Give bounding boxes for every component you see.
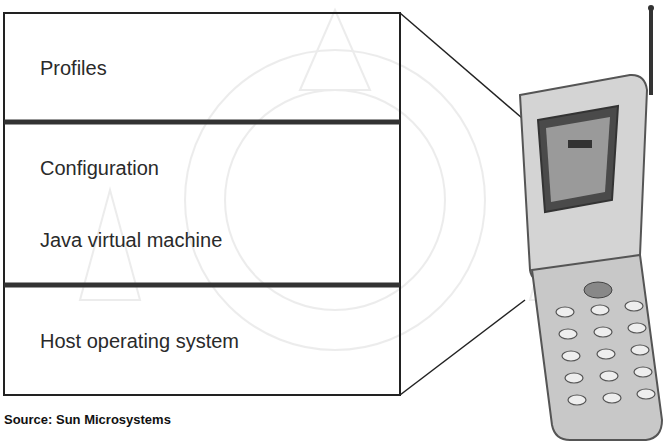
layer-band: Host operating system [6,289,398,393]
band-separator [4,283,400,288]
phone-illustration [520,5,662,440]
layer-band: ConfigurationJava virtual machine [6,126,398,282]
watermark [80,10,590,350]
zoom-line [400,13,522,118]
layer-band: Profiles [6,16,398,120]
zoom-line [400,300,525,395]
stack-outline [4,13,400,395]
layer-name: Host operating system [40,330,388,353]
layer-name: Configuration [40,157,388,180]
source-note: Source: Sun Microsystems [4,412,171,427]
band-separator [4,120,400,125]
layer-name: Java virtual machine [40,229,388,252]
layer-name: Profiles [40,57,388,80]
